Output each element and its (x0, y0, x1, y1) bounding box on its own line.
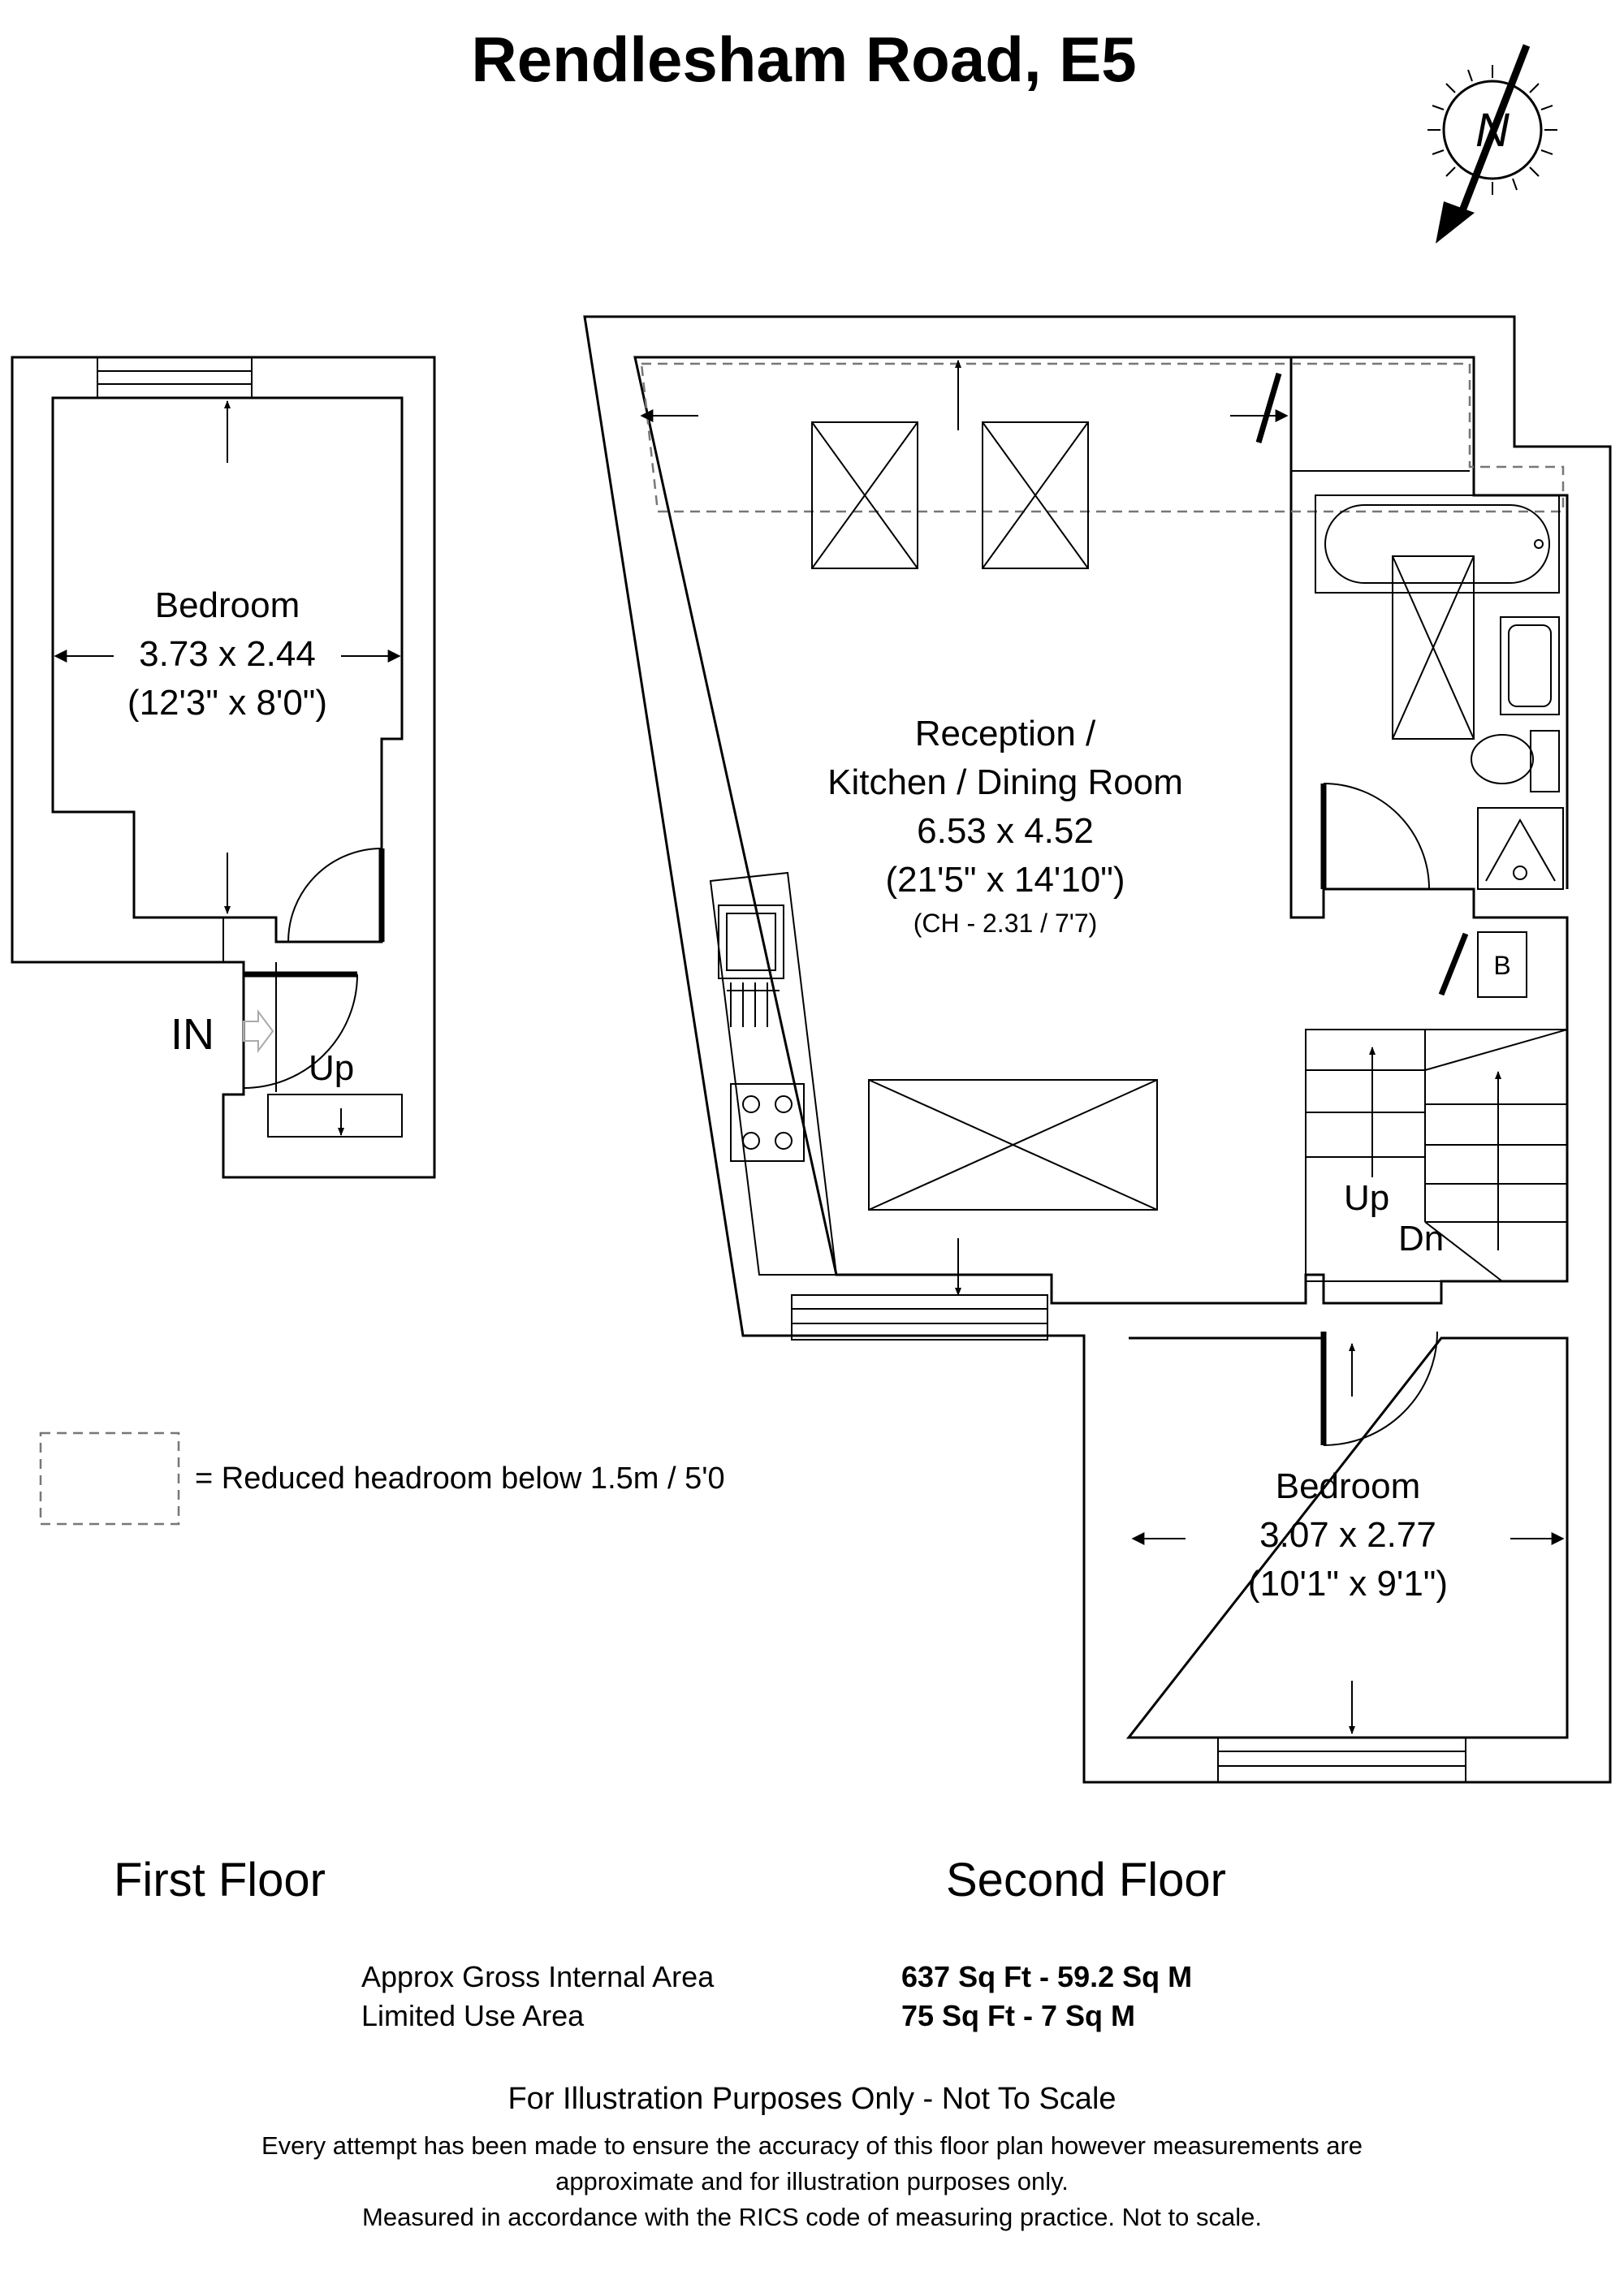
reception-imperial: (21'5" x 14'10") (885, 860, 1125, 900)
disclaimer-line3: Measured in accordance with the RICS cod… (362, 2203, 1262, 2231)
boiler-label: B (1493, 951, 1510, 980)
second-floor-plan: Reception / Kitchen / Dining Room 6.53 x… (583, 315, 1612, 1784)
legend: = Reduced headroom below 1.5m / 5'0 (39, 1431, 725, 1526)
north-compass-icon: N (1427, 44, 1557, 244)
disclaimer-line1: Every attempt has been made to ensure th… (261, 2131, 1363, 2160)
ff-stairs-label: Up (309, 1048, 354, 1088)
ff-bedroom-metric: 3.73 x 2.44 (139, 634, 316, 674)
ff-bedroom-imperial: (12'3" x 8'0") (127, 683, 327, 723)
area-summary: Approx Gross Internal Area 637 Sq Ft - 5… (361, 1960, 1192, 2032)
legend-text: = Reduced headroom below 1.5m / 5'0 (195, 1461, 725, 1496)
sf-stairs-up: Up (1344, 1178, 1389, 1218)
entrance-label: IN (171, 1010, 214, 1059)
sf-bedroom-imperial: (10'1" x 9'1") (1248, 1564, 1448, 1604)
reception-metric: 6.53 x 4.52 (917, 811, 1094, 851)
plan-title: Rendlesham Road, E5 (471, 24, 1136, 95)
first-floor-plan: Bedroom 3.73 x 2.44 (12'3" x 8'0") IN Up (11, 356, 436, 1179)
reception-line1: Reception / (915, 714, 1096, 753)
disclaimer-heading: For Illustration Purposes Only - Not To … (508, 2082, 1116, 2116)
area-value-limited: 75 Sq Ft - 7 Sq M (901, 1999, 1135, 2032)
area-label-limited: Limited Use Area (361, 1999, 585, 2032)
disclaimer: For Illustration Purposes Only - Not To … (261, 2082, 1363, 2231)
second-floor-label: Second Floor (946, 1854, 1226, 1906)
sf-bedroom-metric: 3.07 x 2.77 (1259, 1515, 1436, 1555)
reception-ceiling-height: (CH - 2.31 / 7'7) (914, 909, 1098, 938)
area-value-gross: 637 Sq Ft - 59.2 Sq M (901, 1960, 1192, 1993)
reception-line2: Kitchen / Dining Room (827, 762, 1183, 802)
sf-bedroom-name: Bedroom (1276, 1466, 1421, 1506)
area-label-gross: Approx Gross Internal Area (361, 1960, 715, 1993)
disclaimer-line2: approximate and for illustration purpose… (555, 2167, 1069, 2195)
compass-letter: N (1475, 104, 1510, 157)
sf-stairs-down: Dn (1398, 1219, 1444, 1259)
first-floor-label: First Floor (114, 1854, 326, 1906)
ff-bedroom-name: Bedroom (155, 585, 300, 625)
